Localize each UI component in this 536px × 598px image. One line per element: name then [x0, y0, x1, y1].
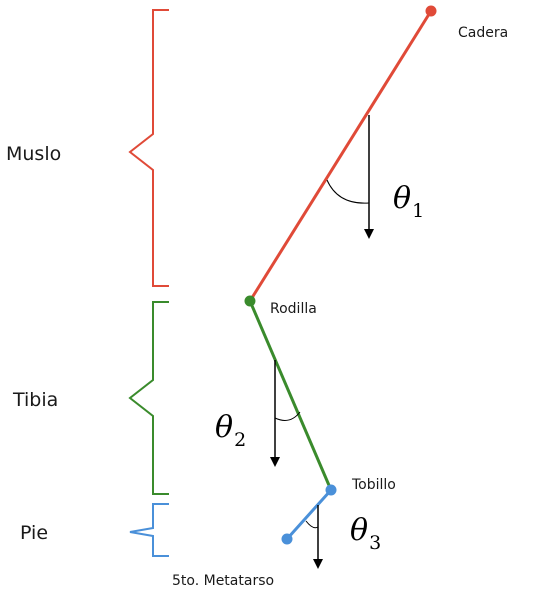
shin-label: Tibia — [12, 389, 58, 411]
hip-point — [425, 5, 437, 17]
thigh-label: Muslo — [6, 143, 61, 165]
knee-point — [244, 295, 256, 307]
ankle-point — [325, 484, 337, 496]
thigh-segment — [248, 10, 433, 302]
theta2-arc — [274, 411, 301, 421]
foot-segment — [285, 488, 333, 541]
ankle-label: Tobillo — [351, 477, 396, 493]
theta2-label: θ2 — [215, 410, 246, 451]
theta1-arc — [326, 179, 370, 204]
shin-brace — [128, 301, 169, 495]
foot-label: Pie — [20, 522, 48, 544]
shin-segment — [248, 300, 333, 491]
theta3-arc — [305, 520, 319, 529]
theta1-label: θ1 — [393, 181, 424, 222]
thigh-brace — [128, 9, 169, 287]
theta3-label: θ3 — [350, 513, 381, 554]
hip-label: Cadera — [458, 25, 508, 41]
metatarsal-label: 5to. Metatarso — [172, 573, 274, 589]
metatarsal-point — [281, 533, 293, 545]
foot-brace — [129, 503, 169, 557]
knee-label: Rodilla — [270, 301, 317, 317]
